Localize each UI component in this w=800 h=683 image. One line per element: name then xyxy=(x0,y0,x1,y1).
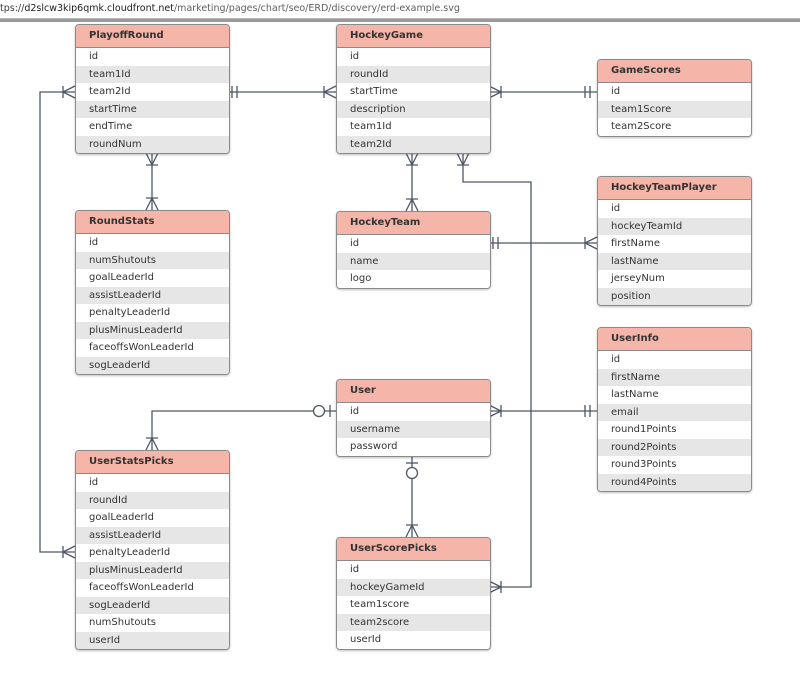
field-sogleaderid: sogLeaderId xyxy=(76,596,229,614)
field-team1id: team1Id xyxy=(76,65,229,83)
field-penaltyleaderid: penaltyLeaderId xyxy=(76,544,229,562)
entity-hockeygame[interactable]: HockeyGame id roundId startTime descript… xyxy=(336,24,491,154)
field-hockeygameid: hockeyGameId xyxy=(337,578,490,596)
entity-title: PlayoffRound xyxy=(76,25,229,48)
field-team2id: team2Id xyxy=(76,83,229,101)
field-roundid: roundId xyxy=(76,491,229,509)
entity-title: UserStatsPicks xyxy=(76,451,229,474)
field-team1score: team1score xyxy=(337,596,490,614)
field-id: id xyxy=(598,351,751,369)
entity-playoffround[interactable]: PlayoffRound id team1Id team2Id startTim… xyxy=(75,24,230,154)
entity-gamescores[interactable]: GameScores id team1Score team2Score xyxy=(597,59,752,137)
entity-hockeyteamplayer[interactable]: HockeyTeamPlayer id hockeyTeamId firstNa… xyxy=(597,176,752,306)
field-goalleaderid: goalLeaderId xyxy=(76,509,229,527)
field-endtime: endTime xyxy=(76,118,229,136)
field-team1id: team1Id xyxy=(337,118,490,136)
rel-user-userinfo xyxy=(488,404,597,418)
entity-title: HockeyGame xyxy=(337,25,490,48)
field-id: id xyxy=(598,200,751,218)
field-roundid: roundId xyxy=(337,65,490,83)
field-plusminusleaderid: plusMinusLeaderId xyxy=(76,561,229,579)
field-assistleaderid: assistLeaderId xyxy=(76,286,229,304)
entity-userstatspicks[interactable]: UserStatsPicks id roundId goalLeaderId a… xyxy=(75,450,230,650)
field-jerseynum: jerseyNum xyxy=(598,270,751,288)
field-round4points: round4Points xyxy=(598,473,751,491)
field-faceoffswonleaderid: faceoffsWonLeaderId xyxy=(76,579,229,597)
rel-playoffround-hockeygame xyxy=(228,85,337,99)
field-round3points: round3Points xyxy=(598,456,751,474)
field-round2points: round2Points xyxy=(598,438,751,456)
toolbar-divider xyxy=(0,19,800,22)
field-firstname: firstName xyxy=(598,368,751,386)
rel-user-userstatspicks xyxy=(145,404,336,451)
field-team2score: team2Score xyxy=(598,118,751,136)
rel-hockeyteam-hockeyteamplayer xyxy=(489,236,598,250)
rel-hockeygame-userscorepicks xyxy=(456,152,532,594)
field-round1points: round1Points xyxy=(598,421,751,439)
field-id: id xyxy=(337,48,490,66)
field-position: position xyxy=(598,287,751,305)
entity-userinfo[interactable]: UserInfo id firstName lastName email rou… xyxy=(597,327,752,492)
entity-roundstats[interactable]: RoundStats id numShutouts goalLeaderId a… xyxy=(75,210,230,375)
field-id: id xyxy=(337,235,490,253)
field-starttime: startTime xyxy=(337,83,490,101)
field-plusminusleaderid: plusMinusLeaderId xyxy=(76,321,229,339)
field-team2id: team2Id xyxy=(337,135,490,153)
field-assistleaderid: assistLeaderId xyxy=(76,526,229,544)
entity-title: UserScorePicks xyxy=(337,538,490,561)
field-team1score: team1Score xyxy=(598,100,751,118)
entity-title: User xyxy=(337,380,490,403)
field-team2score: team2score xyxy=(337,613,490,631)
rel-hockeygame-gamescores xyxy=(488,85,597,99)
field-roundnum: roundNum xyxy=(76,135,229,153)
entity-user[interactable]: User id username password xyxy=(336,379,491,457)
field-id: id xyxy=(76,48,229,66)
entity-title: GameScores xyxy=(598,60,751,83)
field-penaltyleaderid: penaltyLeaderId xyxy=(76,304,229,322)
rel-hockeygame-hockeyteam xyxy=(405,152,419,212)
field-name: name xyxy=(337,252,490,270)
field-lastname: lastName xyxy=(598,252,751,270)
url-domain: d2slcw3kip6qmk.cloudfront.net xyxy=(24,3,174,14)
field-sogleaderid: sogLeaderId xyxy=(76,356,229,374)
field-faceoffswonleaderid: faceoffsWonLeaderId xyxy=(76,339,229,357)
field-id: id xyxy=(76,474,229,492)
url-prefix: tps:// xyxy=(0,3,25,14)
entity-title: HockeyTeam xyxy=(337,212,490,235)
field-description: description xyxy=(337,100,490,118)
field-id: id xyxy=(76,234,229,252)
entity-title: HockeyTeamPlayer xyxy=(598,177,751,200)
address-bar[interactable]: tps://d2slcw3kip6qmk.cloudfront.net/mark… xyxy=(0,0,800,19)
field-username: username xyxy=(337,420,490,438)
field-lastname: lastName xyxy=(598,386,751,404)
field-id: id xyxy=(337,561,490,579)
rel-user-userscorepicks xyxy=(405,457,419,538)
field-userid: userId xyxy=(76,631,229,649)
rel-playoffround-roundstats xyxy=(145,152,159,211)
entity-userscorepicks[interactable]: UserScorePicks id hockeyGameId team1scor… xyxy=(336,537,491,650)
entity-title: RoundStats xyxy=(76,211,229,234)
field-id: id xyxy=(337,403,490,421)
field-id: id xyxy=(598,83,751,101)
entity-title: UserInfo xyxy=(598,328,751,351)
field-email: email xyxy=(598,403,751,421)
field-userid: userId xyxy=(337,631,490,649)
rel-playoffround-userstatspicks xyxy=(39,85,76,559)
field-numshutouts: numShutouts xyxy=(76,614,229,632)
field-logo: logo xyxy=(337,270,490,288)
field-hockeyteamid: hockeyTeamId xyxy=(598,217,751,235)
field-starttime: startTime xyxy=(76,100,229,118)
field-goalleaderid: goalLeaderId xyxy=(76,269,229,287)
field-password: password xyxy=(337,438,490,456)
field-numshutouts: numShutouts xyxy=(76,251,229,269)
url-path: /marketing/pages/chart/seo/ERD/discovery… xyxy=(173,3,460,14)
field-firstname: firstName xyxy=(598,235,751,253)
entity-hockeyteam[interactable]: HockeyTeam id name logo xyxy=(336,211,491,289)
